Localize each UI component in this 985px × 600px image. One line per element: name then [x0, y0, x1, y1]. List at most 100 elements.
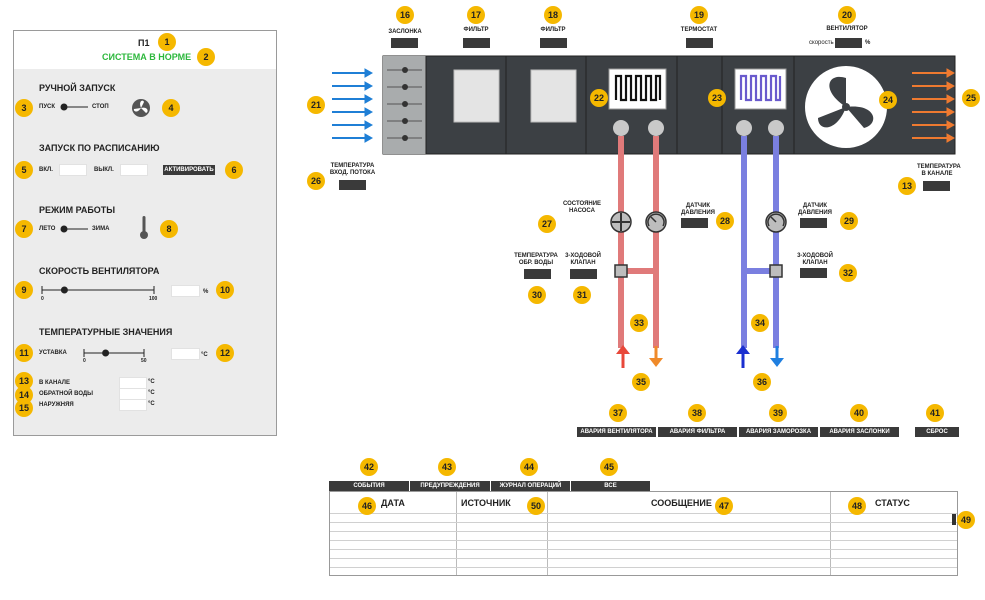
- filter-2: [530, 69, 577, 123]
- valve1-label: 3-ХОДОВОЙ КЛАПАН: [565, 253, 601, 266]
- alarm-fan-button[interactable]: АВАРИЯ ВЕНТИЛЯТОРА: [577, 427, 656, 437]
- schedule-on-input[interactable]: [59, 164, 87, 176]
- filter-1: [453, 69, 500, 123]
- thermostat-value: [686, 38, 713, 48]
- badge: 27: [538, 215, 556, 233]
- fan-speed-knob[interactable]: [60, 286, 68, 294]
- tab-events[interactable]: СОБЫТИЯ: [329, 481, 409, 491]
- activate-button[interactable]: АКТИВИРОВАТЬ: [163, 165, 215, 175]
- mode-title: РЕЖИМ РАБОТЫ: [39, 205, 116, 215]
- alarm-freeze-button[interactable]: АВАРИЯ ЗАМОРОЗКА: [739, 427, 818, 437]
- badge: 40: [850, 404, 868, 422]
- in-duct-unit: °C: [148, 379, 155, 385]
- badge: 26: [307, 172, 325, 190]
- setpoint-input[interactable]: [171, 348, 200, 360]
- fan-speed-percent: %: [865, 40, 871, 46]
- badge: 38: [688, 404, 706, 422]
- badge: 28: [716, 212, 734, 230]
- setpoint-label: УСТАВКА: [39, 350, 67, 356]
- schedule-off-input[interactable]: [120, 164, 148, 176]
- fan-icon: [132, 99, 150, 117]
- alarm-filter-button[interactable]: АВАРИЯ ФИЛЬТРА: [658, 427, 737, 437]
- badge: 7: [15, 220, 33, 238]
- tab-warnings[interactable]: ПРЕДУПРЕЖДЕНИЯ: [410, 481, 490, 491]
- tab-all[interactable]: ВСЕ: [571, 481, 650, 491]
- fan-speed-caption: скорость: [809, 40, 834, 46]
- header-message: СООБЩЕНИЕ: [651, 498, 712, 508]
- schedule-on-label: ВКЛ.: [39, 167, 53, 173]
- fan-speed-slider[interactable]: [40, 284, 160, 296]
- exhaust-arrows-icon: [912, 68, 956, 143]
- fan-speed-unit: %: [203, 289, 209, 295]
- manual-start-title: РУЧНОЙ ЗАПУСК: [39, 83, 116, 93]
- badge: 4: [162, 99, 180, 117]
- table-row[interactable]: [330, 558, 957, 567]
- thermostat-label: ТЕРМОСТАТ: [680, 27, 718, 33]
- badge: 36: [753, 373, 771, 391]
- start-label: ПУСК: [39, 104, 56, 110]
- log-scrollbar[interactable]: [952, 514, 956, 525]
- pressure1-label: ДАТЧИК ДАВЛЕНИЯ: [681, 203, 715, 216]
- reset-button[interactable]: СБРОС: [915, 427, 959, 437]
- badge: 24: [879, 91, 897, 109]
- valve2-value: [800, 268, 827, 278]
- badge: 46: [358, 497, 376, 515]
- setpoint-max: 50: [141, 358, 147, 364]
- summer-winter-toggle[interactable]: [58, 223, 90, 235]
- badge: 1: [158, 33, 176, 51]
- badge: 11: [15, 344, 33, 362]
- outdoor-value: [119, 399, 147, 411]
- fan-speed-value: [835, 38, 862, 48]
- intake-arrows-icon: [332, 68, 374, 143]
- setpoint-slider[interactable]: [82, 347, 148, 359]
- col-message: [547, 492, 831, 575]
- badge: 21: [307, 96, 325, 114]
- table-row[interactable]: [330, 540, 957, 549]
- badge: 44: [520, 458, 538, 476]
- filter1-value: [463, 38, 490, 48]
- badge: 30: [528, 286, 546, 304]
- schedule-title: ЗАПУСК ПО РАСПИСАНИЮ: [39, 143, 160, 153]
- header-source: ИСТОЧНИК: [461, 498, 511, 508]
- table-row[interactable]: [330, 513, 957, 522]
- fan-speed-input[interactable]: [171, 285, 200, 297]
- badge: 48: [848, 497, 866, 515]
- badge: 43: [438, 458, 456, 476]
- badge: 18: [544, 6, 562, 24]
- badge: 49: [957, 511, 975, 529]
- inlet-temp-label: ТЕМПЕРАТУРА ВХОД. ПОТОКА: [329, 163, 376, 176]
- table-row[interactable]: [330, 522, 957, 531]
- winter-label: ЗИМА: [92, 226, 110, 232]
- panel-header: [14, 31, 276, 69]
- summer-label: ЛЕТО: [39, 226, 56, 232]
- stop-label: СТОП: [92, 104, 109, 110]
- system-status: СИСТЕМА В НОРМЕ: [102, 52, 192, 62]
- hot-pipe-supply: [653, 136, 659, 348]
- fan-speed-title: СКОРОСТЬ ВЕНТИЛЯТОРА: [39, 266, 160, 276]
- badge: 9: [15, 281, 33, 299]
- badge: 19: [690, 6, 708, 24]
- badge: 32: [839, 264, 857, 282]
- badge: 13: [15, 372, 33, 390]
- badge: 35: [632, 373, 650, 391]
- table-row[interactable]: [330, 531, 957, 540]
- badge: 42: [360, 458, 378, 476]
- alarm-damper-button[interactable]: АВАРИЯ ЗАСЛОНКИ: [820, 427, 899, 437]
- start-stop-toggle[interactable]: [58, 101, 90, 113]
- outdoor-label: НАРУЖНЯЯ: [39, 402, 74, 408]
- badge: 8: [160, 220, 178, 238]
- damper-blades: [387, 67, 422, 141]
- pressure2-label: ДАТЧИК ДАВЛЕНИЯ: [798, 203, 832, 216]
- badge: 37: [609, 404, 627, 422]
- damper-value: [391, 38, 418, 48]
- temps-title: ТЕМПЕРАТУРНЫЕ ЗНАЧЕНИЯ: [39, 327, 173, 337]
- tab-operations-log[interactable]: ЖУРНАЛ ОПЕРАЦИЙ: [491, 481, 570, 491]
- setpoint-knob[interactable]: [102, 349, 110, 357]
- col-date: [330, 492, 457, 575]
- duct-temp-label: ТЕМПЕРАТУРА В КАНАЛЕ: [917, 164, 961, 177]
- badge: 47: [715, 497, 733, 515]
- arrow-up-icon: [616, 345, 630, 368]
- table-row[interactable]: [330, 549, 957, 558]
- table-row[interactable]: [330, 567, 957, 576]
- badge: 13: [898, 177, 916, 195]
